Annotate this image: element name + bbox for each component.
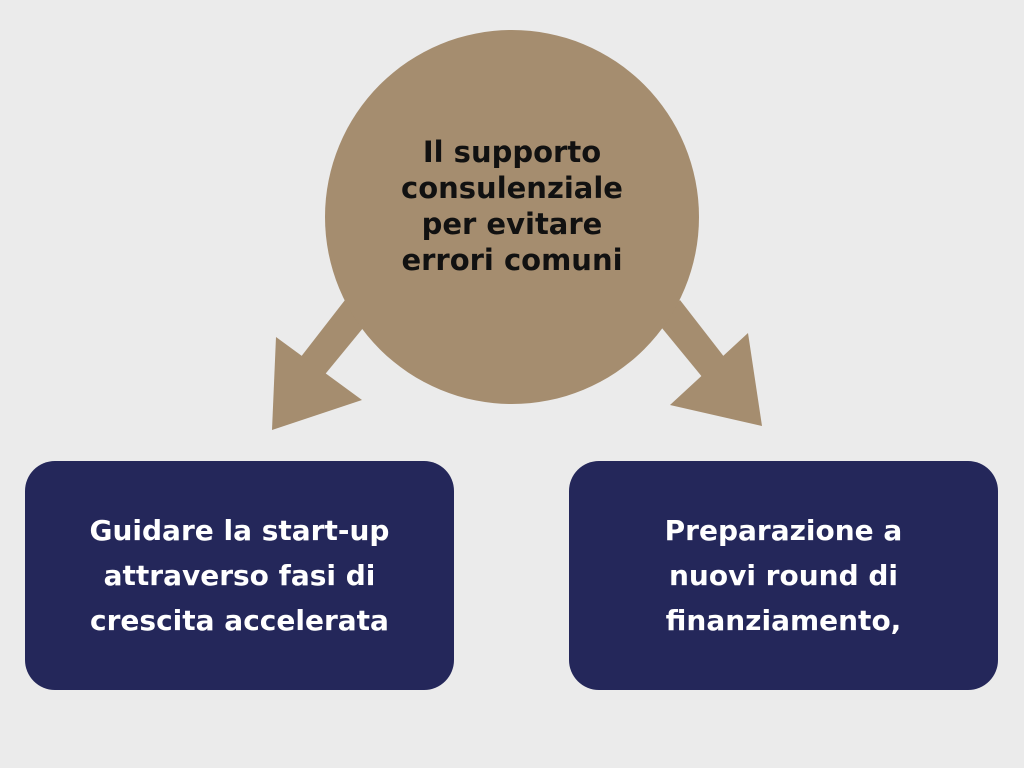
left-line: Guidare la start-up — [89, 514, 390, 547]
center-line: errori comuni — [401, 243, 623, 277]
left-arrow — [272, 300, 368, 430]
center-line: per evitare — [421, 207, 603, 241]
central-topic-circle: Il supporto consulenziale per evitare er… — [325, 30, 699, 404]
right-line: Preparazione a — [664, 514, 903, 547]
center-line: Il supporto — [422, 135, 602, 169]
right-line: finanziamento, — [665, 604, 902, 637]
left-line: crescita accelerata — [90, 604, 389, 637]
right-arrow — [657, 300, 762, 426]
right-outcome-box: Preparazione a nuovi round di finanziame… — [569, 461, 998, 690]
right-line: nuovi round di — [668, 559, 899, 592]
left-outcome-box: Guidare la start-up attraverso fasi di c… — [25, 461, 454, 690]
center-line: consulenziale — [401, 171, 623, 205]
left-line: attraverso fasi di — [103, 559, 376, 592]
